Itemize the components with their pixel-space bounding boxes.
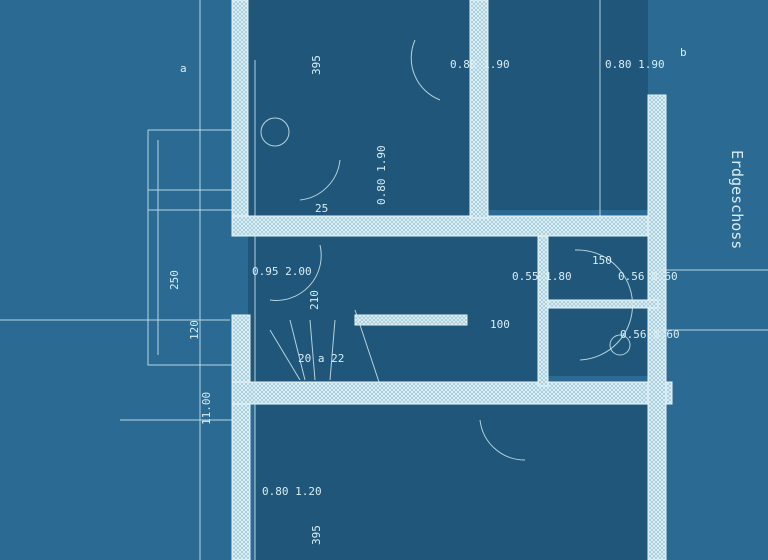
label-dim-395-top: 395 [310, 55, 323, 75]
label-dim-250: 250 [168, 270, 181, 290]
wall-lower-horizontal [231, 381, 673, 405]
label-stairs: 20 a 22 [298, 352, 344, 365]
wall-left-top [231, 0, 249, 237]
label-title-vertical: Erdgeschoss [728, 150, 746, 249]
wall-stair [354, 314, 468, 326]
room-top-left [248, 0, 470, 218]
label-dim-1100: 11.00 [200, 392, 213, 425]
label-door-bath: 0.55 1.80 [512, 270, 572, 283]
label-door-top-right: 0.80 1.90 [605, 58, 665, 71]
room-bottom [255, 405, 655, 560]
label-door-mid: 0.80 1.90 [375, 145, 388, 205]
wall-bath [537, 235, 549, 387]
wall-mid-horizontal [231, 215, 663, 237]
label-dim-150: 150 [592, 254, 612, 267]
washbasin-symbol [609, 334, 631, 356]
label-window-small-2: 0.56 0.60 [620, 328, 680, 341]
stair-lines [269, 309, 381, 386]
terrace-outline [147, 129, 232, 366]
label-dim-120: 120 [188, 320, 201, 340]
label-dim-395-bottom: 395 [310, 525, 323, 545]
label-corner-b: b [680, 46, 687, 59]
label-dim-25: 25 [315, 202, 328, 215]
label-dim-210: 210 [308, 290, 321, 310]
label-door-bottom-left: 0.80 1.20 [262, 485, 322, 498]
label-dim-100: 100 [490, 318, 510, 331]
hall [248, 236, 538, 386]
label-door-top-left: 0.80 1.90 [450, 58, 510, 71]
label-door-stair: 0.95 2.00 [252, 265, 312, 278]
door-swings [269, 39, 633, 461]
label-window-small: 0.56 0.60 [618, 270, 678, 283]
wall-left-bottom [231, 314, 251, 560]
wall-right [647, 94, 667, 560]
room-top-right [488, 0, 648, 210]
label-corner-a: a [180, 62, 187, 75]
toilet-symbol [260, 117, 290, 147]
wall-inner-vertical [469, 0, 489, 219]
wall-bath-divider [547, 299, 659, 309]
